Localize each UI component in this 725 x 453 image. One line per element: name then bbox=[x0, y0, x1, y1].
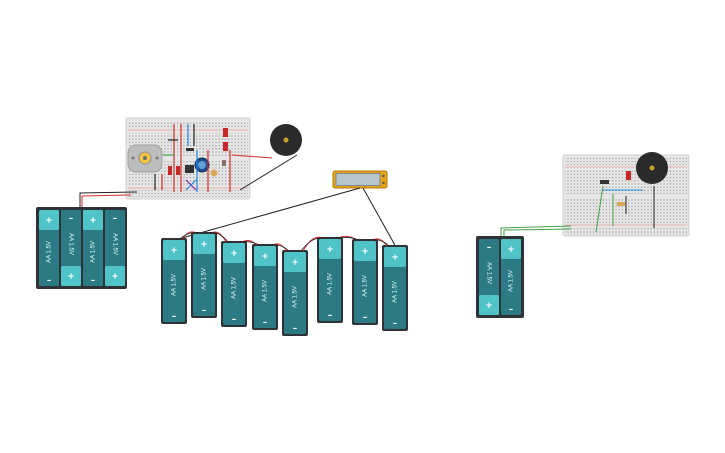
battery-label: AA 1.5V bbox=[485, 262, 491, 284]
battery-cell[interactable]: + – AA 1.5V bbox=[501, 239, 521, 315]
plus-terminal-icon: + bbox=[89, 216, 97, 226]
plus-terminal-icon: + bbox=[230, 249, 238, 259]
battery-label: AA 1.5V bbox=[263, 280, 269, 302]
battery-label: AA 1.5V bbox=[509, 270, 515, 292]
battery-cell[interactable]: + – AA 1.5V bbox=[61, 210, 81, 286]
potentiometer[interactable] bbox=[194, 157, 210, 173]
chain-wire bbox=[370, 239, 390, 247]
battery-cell[interactable]: + – AA 1.5V bbox=[191, 232, 217, 318]
plus-terminal-icon: + bbox=[111, 272, 119, 282]
chain-wire bbox=[300, 237, 325, 252]
plus-terminal-icon: + bbox=[170, 246, 178, 256]
secondary-board-parts bbox=[595, 171, 655, 233]
battery-label: AA 1.5V bbox=[328, 273, 334, 295]
chain-wire bbox=[209, 232, 229, 243]
main-board-parts bbox=[154, 124, 231, 192]
minus-terminal-icon: – bbox=[363, 313, 368, 323]
plus-terminal-icon: + bbox=[261, 252, 269, 262]
plus-terminal-icon: + bbox=[361, 247, 369, 257]
plus-terminal-icon: + bbox=[485, 301, 493, 311]
plus-terminal-icon: + bbox=[391, 253, 399, 263]
buzzer-secondary[interactable] bbox=[636, 152, 668, 184]
battery-cell[interactable]: + – AA 1.5V bbox=[352, 239, 378, 325]
battery-label: AA 1.5V bbox=[111, 233, 117, 255]
minus-terminal-icon: – bbox=[263, 318, 268, 328]
minus-terminal-icon: – bbox=[113, 214, 118, 224]
minus-terminal-icon: – bbox=[172, 312, 177, 322]
chain-wire bbox=[179, 232, 199, 240]
buzzer-main[interactable] bbox=[270, 124, 302, 156]
battery-cell[interactable]: + – AA 1.5V bbox=[479, 239, 499, 315]
minus-terminal-icon: – bbox=[393, 319, 398, 329]
battery-cell[interactable]: + – AA 1.5V bbox=[252, 244, 278, 330]
plus-terminal-icon: + bbox=[291, 258, 299, 268]
battery-cell[interactable]: + – AA 1.5V bbox=[105, 210, 125, 286]
battery-label: AA 1.5V bbox=[172, 274, 178, 296]
plus-terminal-icon: + bbox=[326, 245, 334, 255]
wires bbox=[79, 187, 572, 248]
battery-label: AA 1.5V bbox=[232, 277, 238, 299]
battery-label: AA 1.5V bbox=[91, 241, 97, 263]
minus-terminal-icon: – bbox=[328, 311, 333, 321]
minus-terminal-icon: – bbox=[202, 306, 207, 316]
minus-terminal-icon: – bbox=[232, 315, 237, 325]
battery-label: AA 1.5V bbox=[393, 281, 399, 303]
plus-terminal-icon: + bbox=[200, 240, 208, 250]
battery-cell[interactable]: + – AA 1.5V bbox=[83, 210, 103, 286]
chain-wire bbox=[270, 244, 290, 252]
series-chain-wires bbox=[179, 231, 390, 252]
breadboard-secondary[interactable] bbox=[562, 154, 690, 237]
battery-label: AA 1.5V bbox=[363, 275, 369, 297]
dc-motor[interactable] bbox=[127, 144, 163, 173]
chain-wire bbox=[335, 236, 360, 241]
minus-terminal-icon: – bbox=[293, 324, 298, 334]
minus-terminal-icon: – bbox=[487, 243, 492, 253]
battery-cell[interactable]: + – AA 1.5V bbox=[382, 245, 408, 331]
chain-wire bbox=[239, 241, 260, 246]
battery-cell[interactable]: + – AA 1.5V bbox=[282, 250, 308, 336]
battery-label: AA 1.5V bbox=[47, 241, 53, 263]
battery-label: AA 1.5V bbox=[202, 268, 208, 290]
battery-cells: + – AA 1.5V + – AA 1.5V + – AA 1.5V + – AA 1.5V + – AA… bbox=[39, 210, 521, 336]
plus-terminal-icon: + bbox=[507, 245, 515, 255]
battery-label: AA 1.5V bbox=[67, 233, 73, 255]
battery-cell[interactable]: + – AA 1.5V bbox=[39, 210, 59, 286]
minus-terminal-icon: – bbox=[509, 305, 514, 315]
battery-cell[interactable]: + – AA 1.5V bbox=[221, 241, 247, 327]
battery-cell[interactable]: + – AA 1.5V bbox=[161, 238, 187, 324]
lcd-module[interactable] bbox=[332, 170, 388, 189]
plus-terminal-icon: + bbox=[67, 272, 75, 282]
minus-terminal-icon: – bbox=[69, 214, 74, 224]
battery-cell[interactable]: + – AA 1.5V bbox=[317, 237, 343, 323]
plus-terminal-icon: + bbox=[45, 216, 53, 226]
minus-terminal-icon: – bbox=[47, 276, 52, 286]
battery-label: AA 1.5V bbox=[293, 286, 299, 308]
minus-terminal-icon: – bbox=[91, 276, 96, 286]
